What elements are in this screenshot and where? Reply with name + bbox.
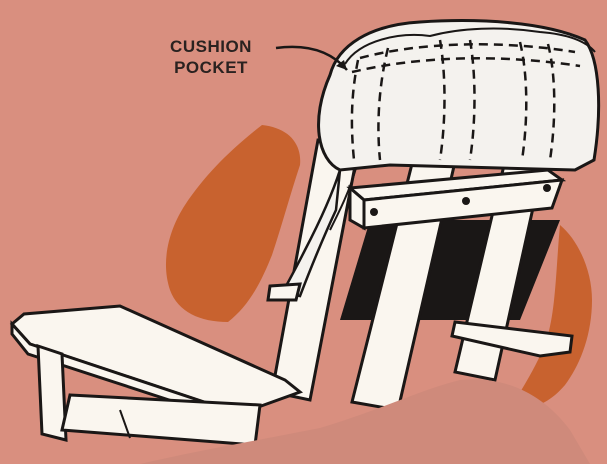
cushion-body bbox=[319, 21, 599, 170]
bolt-left bbox=[370, 208, 378, 216]
bolt-right bbox=[543, 184, 551, 192]
callout-line-2: POCKET bbox=[152, 57, 270, 78]
callout-label: CUSHION POCKET bbox=[152, 36, 270, 78]
left-rail-back bbox=[268, 284, 300, 300]
callout-line-1: CUSHION bbox=[152, 36, 270, 57]
bolt-center bbox=[462, 197, 470, 205]
